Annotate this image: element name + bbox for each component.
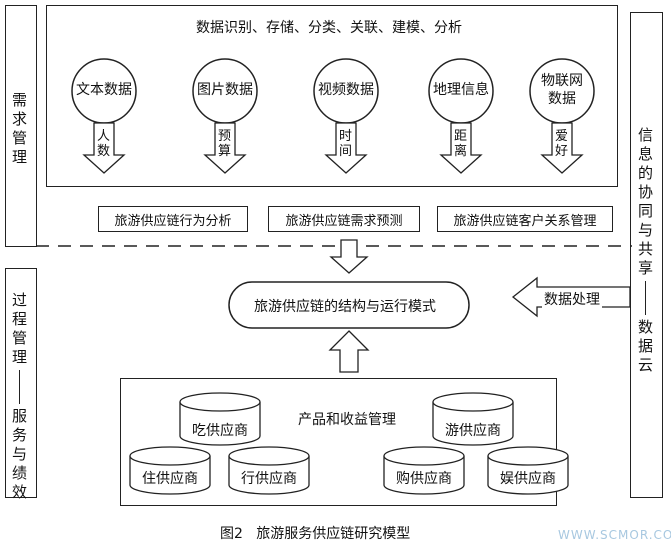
right-char: 息 [638, 145, 654, 163]
arrow-label-char: 爱 [555, 129, 569, 144]
arrow-label-char: 时 [339, 129, 353, 144]
arrow-label-char: 数 [97, 144, 111, 159]
data-processing-label: 数据处理 [542, 289, 602, 309]
left-bottom-char: 与 [12, 445, 28, 463]
left-bottom-char: 程 [12, 310, 28, 328]
supplier-travel: 行供应商 [241, 471, 297, 487]
left-bottom-char: 过 [12, 291, 28, 309]
vertical-rule [645, 281, 646, 315]
left-bottom-char: 务 [12, 426, 28, 444]
arrow-label-2: 预算 [218, 129, 231, 159]
arrow-label-char: 预 [218, 129, 232, 144]
cylinder-tour [432, 392, 514, 446]
supplier-entertain: 娱供应商 [500, 471, 556, 487]
arrow-3 [324, 122, 368, 174]
right-char: 的 [638, 164, 654, 182]
right-char: 协 [638, 183, 654, 201]
left-bottom-char: 管 [12, 329, 28, 347]
right-char: 云 [638, 356, 654, 374]
circle-label-text: 文本数据 [76, 82, 132, 98]
arrow-label-char: 间 [339, 144, 353, 159]
circle-label-video: 视频数据 [318, 82, 374, 98]
circle-label-iot-a: 物联网 [541, 73, 583, 89]
arrow-2 [203, 122, 247, 174]
center-ellipse [228, 281, 470, 329]
right-box [630, 12, 663, 498]
center-ellipse-label: 旅游供应链的结构与运行模式 [254, 299, 436, 315]
supplier-stay: 住供应商 [142, 471, 198, 487]
circle-label-image: 图片数据 [197, 82, 253, 98]
arrow-4 [439, 122, 483, 174]
right-char: 数 [638, 318, 654, 336]
arrow-label-4: 距离 [454, 129, 467, 159]
cylinder-stay [129, 446, 211, 495]
arrow-down-center [329, 239, 369, 274]
cylinder-eat [179, 392, 261, 446]
right-char: 信 [638, 126, 654, 144]
right-char: 与 [638, 221, 654, 239]
right-char: 享 [638, 259, 654, 277]
left-top-char: 理 [12, 148, 28, 166]
arrow-5 [540, 122, 584, 174]
arrow-label-char: 距 [454, 129, 468, 144]
right-char: 同 [638, 202, 654, 220]
left-top-char: 需 [12, 91, 28, 109]
circle-label-iot-b: 数据 [548, 91, 576, 107]
arrow-label-1: 人数 [97, 129, 110, 159]
right-char: 共 [638, 240, 654, 258]
arrow-label-char: 人 [97, 129, 111, 144]
cylinder-entertain [487, 446, 569, 495]
arrow-label-5: 爱好 [555, 129, 568, 159]
left-bottom-box [5, 268, 37, 498]
supplier-cylinders [129, 392, 569, 495]
watermark: WWW.SCMOR.COM [558, 528, 671, 542]
arrow-label-char: 算 [218, 144, 232, 159]
left-bottom-char: 效 [12, 483, 28, 501]
vertical-rule [19, 370, 20, 404]
left-top-box [5, 5, 37, 247]
left-top-label: 需求管理 [12, 91, 27, 167]
left-top-char: 求 [12, 110, 28, 128]
cylinder-shop [383, 446, 465, 495]
supplier-eat: 吃供应商 [192, 423, 248, 439]
circle-label-geo: 地理信息 [433, 82, 489, 98]
right-char: 据 [638, 337, 654, 355]
data-circles [71, 58, 595, 124]
top-section-title: 数据识别、存储、分类、关联、建模、分析 [196, 20, 462, 36]
cylinder-travel [228, 446, 310, 495]
bottom-section-title: 产品和收益管理 [298, 412, 396, 428]
left-bottom-char: 绩 [12, 464, 28, 482]
arrow-label-char: 好 [555, 144, 569, 159]
left-bottom-char: 服 [12, 407, 28, 425]
analysis-box-crm: 旅游供应链客户关系管理 [437, 206, 613, 232]
arrow-label-char: 离 [454, 144, 468, 159]
arrow-label-3: 时间 [339, 129, 352, 159]
right-label: 信息的协同与共享数据云 [638, 126, 653, 375]
arrow-1 [82, 122, 126, 174]
left-bottom-label: 过程管理服务与绩效 [12, 291, 27, 502]
left-bottom-char: 理 [12, 348, 28, 366]
supplier-tour: 游供应商 [445, 423, 501, 439]
figure-caption: 图2 旅游服务供应链研究模型 [220, 526, 411, 542]
down-arrows [82, 122, 584, 174]
analysis-box-behavior: 旅游供应链行为分析 [98, 206, 248, 232]
arrow-up-center [328, 330, 370, 373]
supplier-shop: 购供应商 [396, 471, 452, 487]
left-top-char: 管 [12, 129, 28, 147]
analysis-box-forecast: 旅游供应链需求预测 [268, 206, 420, 232]
